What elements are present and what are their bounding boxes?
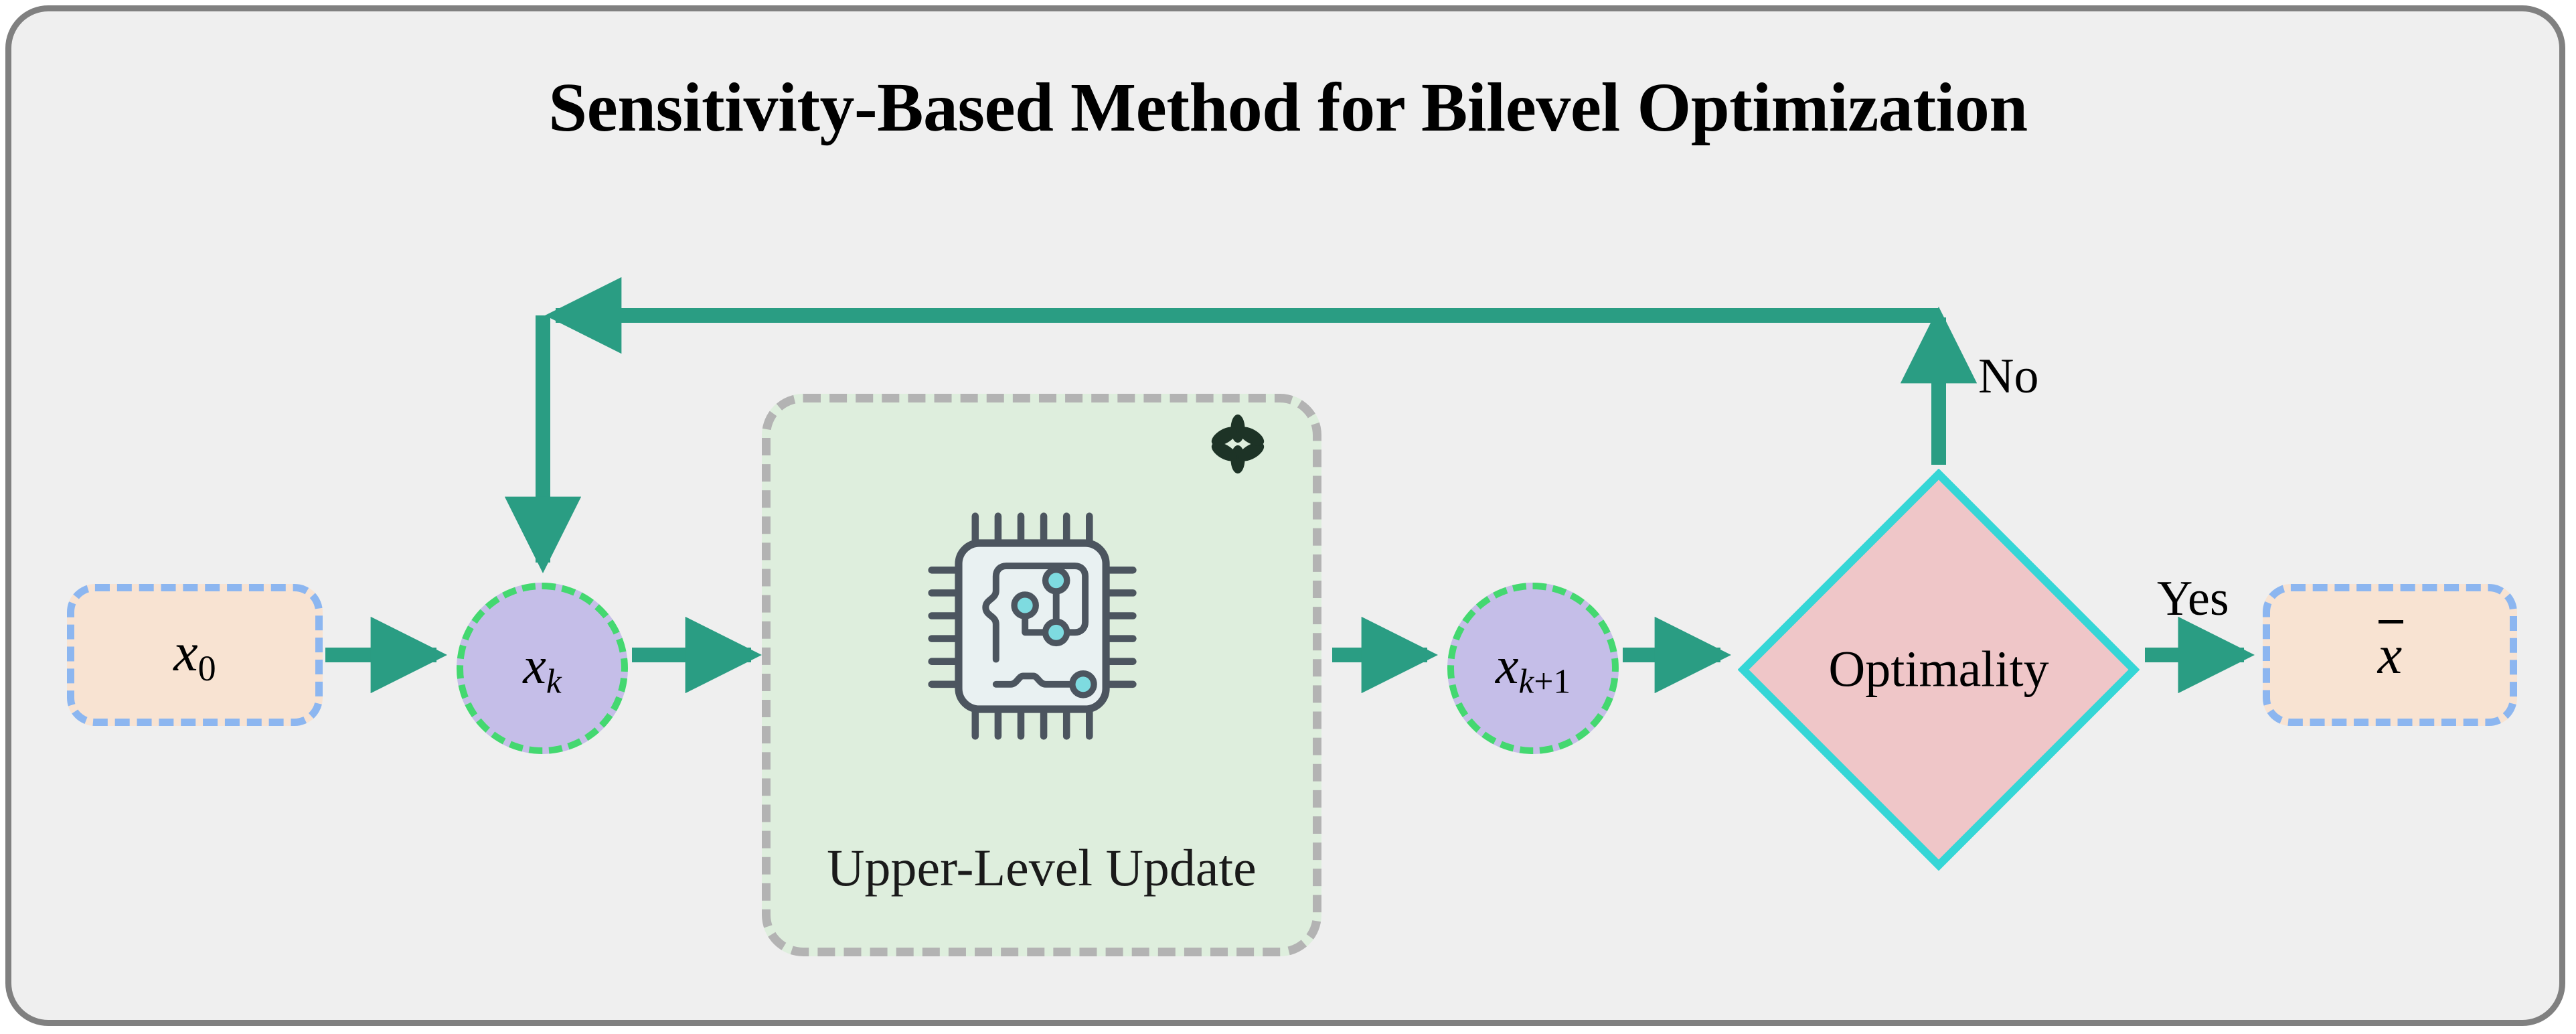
node-xk1-label: xk+1 [1495, 636, 1571, 701]
node-xbar[interactable]: x [2263, 584, 2517, 726]
node-xk[interactable]: xk [457, 583, 628, 754]
node-upper-level-update[interactable]: Upper-Level Update [762, 394, 1321, 956]
edge-label-yes: Yes [2157, 571, 2229, 626]
page-title: Sensitivity-Based Method for Bilevel Opt… [548, 69, 2028, 146]
update-label: Upper-Level Update [827, 838, 1257, 897]
node-x0[interactable]: x0 [67, 584, 323, 726]
node-optimality[interactable]: Optimality [1738, 469, 2140, 871]
node-xbar-label: x [2377, 620, 2404, 685]
asterisk-icon [1211, 414, 1265, 474]
node-xk-label: xk [523, 636, 562, 701]
node-x0-label: x0 [173, 621, 216, 689]
diamond-shape [1738, 469, 2140, 871]
chip-icon [928, 512, 1137, 740]
chip-icon-wrapper [771, 502, 1313, 751]
edge-label-no: No [1978, 349, 2039, 404]
node-xk-plus-1[interactable]: xk+1 [1447, 583, 1619, 754]
optimality-label: Optimality [1828, 641, 2049, 698]
